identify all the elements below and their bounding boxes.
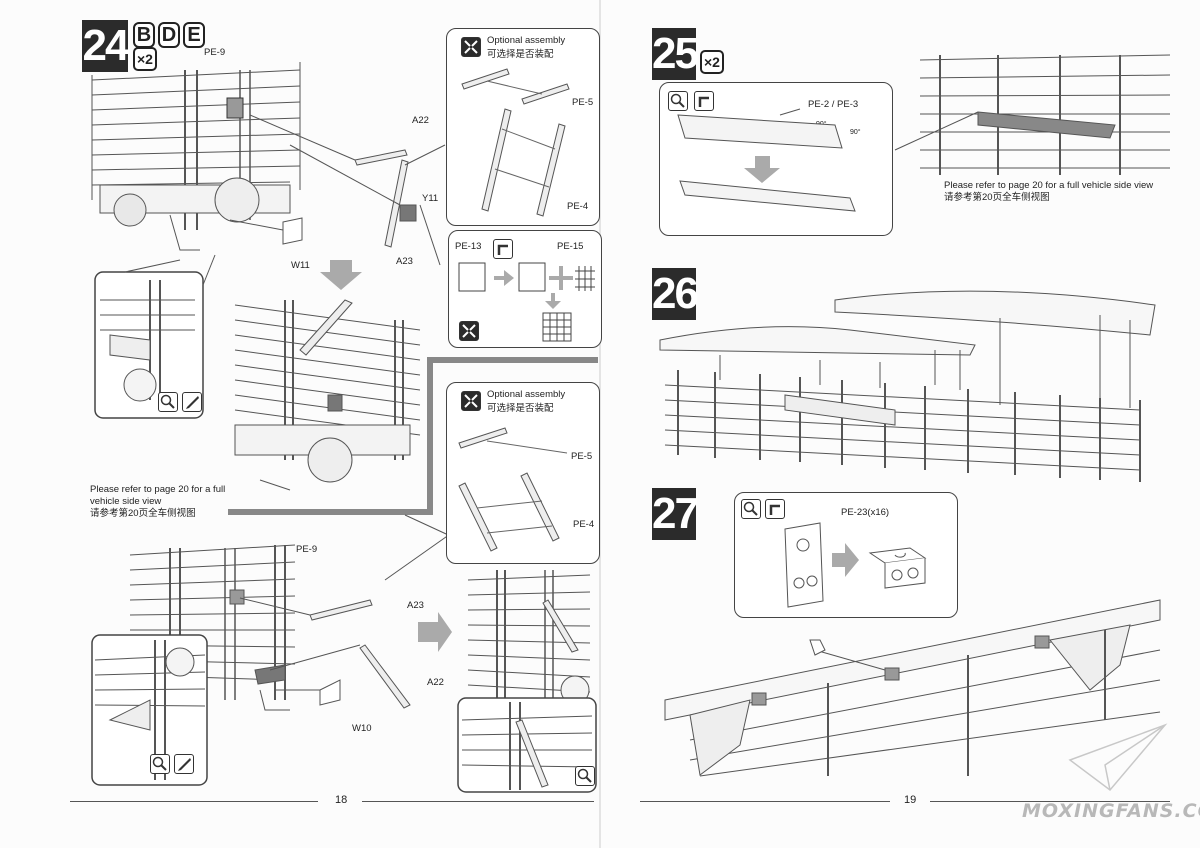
magnify-icon (668, 91, 688, 111)
step-26-illustration (659, 290, 1156, 482)
pe-assembly-parts (458, 262, 595, 342)
optional-title-cn-2: 可选择是否装配 (487, 403, 554, 414)
optional-assembly-2-parts (458, 427, 568, 552)
optional-title-en-2: Optional assembly (487, 389, 566, 400)
optional-pe4-1: PE-4 (567, 201, 589, 212)
footer-rule-right-b (930, 801, 1170, 802)
optional-assembly-icon (461, 37, 481, 57)
angle-label-2: 90° (850, 129, 861, 136)
arrow-right-icon (832, 543, 859, 577)
label-y11: Y11 (422, 193, 439, 204)
full-view-note-right: Please refer to page 20 for a full vehic… (944, 180, 1153, 204)
arrow-right-icon (494, 270, 514, 286)
variant-badge-e: E (183, 22, 205, 48)
label-a23-top: A23 (396, 256, 413, 267)
label-pe9-top: PE-9 (204, 47, 226, 58)
watermark-text: MOXINGFANS.COM (1022, 800, 1200, 822)
pe-assembly-box: PE-13 PE-15 (448, 230, 602, 348)
optional-assembly-1-parts (461, 68, 570, 217)
page-number-right: 19 (904, 794, 917, 806)
label-a22-bottom: A22 (427, 677, 444, 688)
page-number-left: 18 (335, 794, 348, 806)
note-line-1: Please refer to page 20 for a full (90, 484, 226, 495)
arrow-down-icon (545, 293, 561, 309)
optional-assembly-box-1: Optional assembly 可选择是否装配 PE-5 PE-4 (446, 28, 600, 226)
magnify-icon (575, 766, 595, 786)
magnify-icon (741, 499, 761, 519)
label-a22-top: A22 (412, 115, 429, 126)
step-26-number: 26 (652, 268, 699, 320)
step-27-number: 27 (652, 488, 699, 540)
wagon-middle (234, 299, 421, 491)
label-pe15: PE-15 (557, 241, 584, 252)
optional-pe5-1: PE-5 (572, 97, 594, 108)
optional-pe4-2: PE-4 (573, 519, 595, 530)
bend-icon (765, 499, 785, 519)
label-a23-bottom: A23 (407, 600, 424, 611)
step-25-number: 25 (652, 28, 699, 80)
page-fold (599, 0, 601, 848)
step-27-parts (784, 522, 927, 608)
bend-icon (694, 91, 714, 111)
step-25-quantity: ×2 (700, 50, 724, 74)
label-w10: W10 (352, 723, 372, 734)
step-24-illustration (91, 62, 598, 793)
bend-icon (493, 239, 513, 259)
step-27-detail-box: PE-23(x16) (734, 492, 958, 618)
note-en: Please refer to page 20 for a full vehic… (944, 180, 1154, 191)
step-24-number: 24 (82, 20, 129, 72)
optional-assembly-icon (459, 321, 479, 341)
footer-rule-right-a (640, 801, 890, 802)
label-pe23: PE-23(x16) (841, 507, 890, 518)
note-line-3: 请参考第20页全车侧视图 (90, 508, 196, 519)
label-pe9-bottom: PE-9 (296, 544, 318, 555)
optional-assembly-box-2: Optional assembly 可选择是否装配 PE-5 PE-4 (446, 382, 600, 564)
paper-plane-logo (1068, 723, 1168, 792)
optional-assembly-icon (461, 391, 481, 411)
step-25-parts (677, 108, 856, 212)
footer-rule-left-b (362, 801, 594, 802)
variant-badge-d: D (158, 22, 180, 48)
note-cn: 请参考第20页全车侧视图 (944, 192, 1050, 203)
tweezers-icon (174, 754, 194, 774)
step-27-illustration (664, 599, 1161, 777)
step-25-detail-box: PE-2 / PE-3 90° 90° (659, 82, 893, 236)
optional-title-en-1: Optional assembly (487, 35, 566, 46)
optional-title-cn-1: 可选择是否装配 (487, 49, 554, 60)
tweezers-icon (182, 392, 202, 412)
footer-rule-left-a (70, 801, 318, 802)
full-view-note-left: Please refer to page 20 for a full vehic… (90, 484, 225, 520)
plus-icon (549, 266, 573, 290)
optional-pe5-2: PE-5 (571, 451, 593, 462)
magnify-icon (150, 754, 170, 774)
label-w11: W11 (291, 260, 310, 271)
note-line-2: vehicle side view (90, 496, 162, 507)
step-24-quantity: ×2 (133, 47, 157, 71)
label-pe2-pe3: PE-2 / PE-3 (808, 99, 859, 110)
magnify-icon (158, 392, 178, 412)
label-pe13: PE-13 (455, 241, 482, 252)
wagon-bottom-right (467, 570, 591, 705)
